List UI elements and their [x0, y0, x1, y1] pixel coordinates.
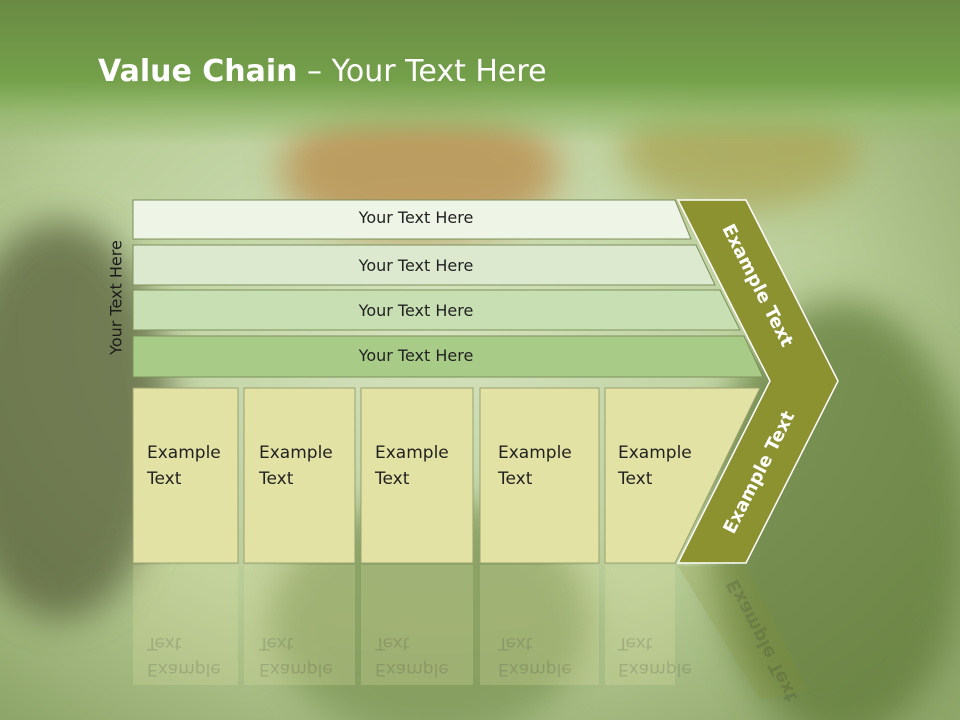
title-rest: – Your Text Here — [297, 54, 547, 89]
cell-shape-1 — [132, 387, 239, 564]
cell-shape-3 — [360, 387, 474, 564]
row-label-1: Your Text Here — [358, 208, 474, 227]
cell-label-1: Example Text — [147, 443, 221, 489]
cell-reflection-1 — [133, 565, 238, 685]
row-label-3: Your Text Here — [358, 301, 474, 320]
cell-reflection-5 — [605, 565, 675, 685]
cell-label-5: Example Text — [618, 443, 692, 489]
row-shape-2 — [132, 244, 716, 286]
title-bold: Value Chain — [98, 54, 298, 89]
cell-reflection-2 — [244, 565, 355, 685]
cell-reflection-label-5: Example Text — [618, 633, 692, 679]
row-shape-4 — [132, 335, 764, 378]
row-label-4: Your Text Here — [358, 346, 474, 365]
cell-reflection-label-3: Example Text — [375, 633, 449, 679]
cell-shape-2 — [243, 387, 356, 564]
row-label-2: Your Text Here — [358, 256, 474, 275]
reflection-group — [133, 565, 675, 685]
cell-reflection-label-1: Example Text — [147, 633, 221, 679]
cell-reflection-4 — [480, 565, 599, 685]
cell-reflection-3 — [361, 565, 473, 685]
cell-label-4: Example Text — [498, 443, 572, 489]
chevron-reflection — [678, 566, 808, 700]
header-band — [0, 0, 960, 145]
cell-shape-4 — [479, 387, 600, 564]
cell-label-2: Example Text — [259, 443, 333, 489]
cell-reflection-label-4: Example Text — [498, 633, 572, 679]
page-title: Value Chain – Your Text Here — [98, 54, 547, 89]
cell-shape-5 — [604, 387, 761, 564]
row-shape-1 — [132, 199, 692, 240]
chevron-shape — [676, 199, 839, 564]
cell-label-3: Example Text — [375, 443, 449, 489]
cell-reflection-label-2: Example Text — [259, 633, 333, 679]
row-shape-3 — [132, 289, 741, 331]
